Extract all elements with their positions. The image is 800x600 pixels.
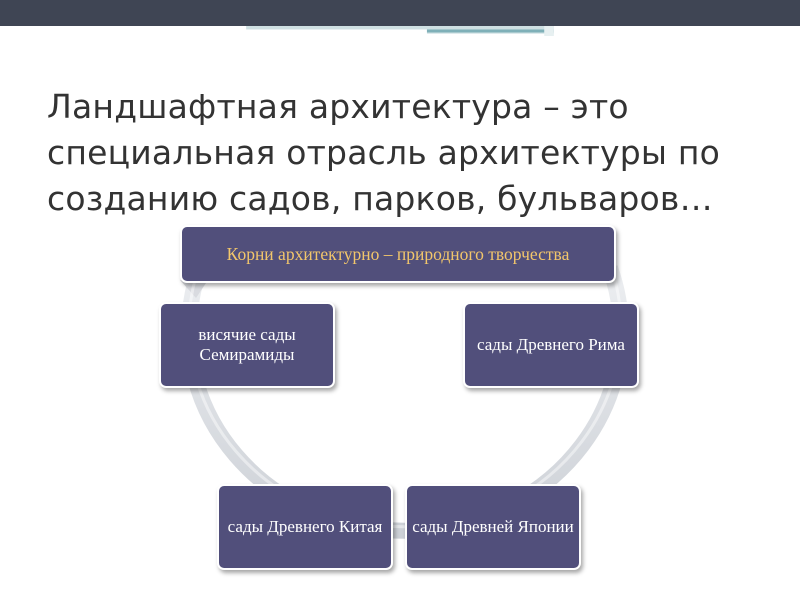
slide-title: Ландшафтная архитектура – это специальна… <box>47 87 721 218</box>
node-label: сады Древней Японии <box>412 517 574 536</box>
slide-header-bar <box>0 0 800 26</box>
node-ancient-china: сады Древнего Китая <box>217 484 393 570</box>
node-ancient-japan: сады Древней Японии <box>405 484 581 570</box>
diagram-center-node: Корни архитектурно – природного творчест… <box>180 225 616 283</box>
center-node-label: Корни архитектурно – природного творчест… <box>226 244 570 264</box>
slide-accent-strip <box>246 26 554 36</box>
node-label: сады Древнего Китая <box>227 517 383 536</box>
node-ancient-rome: сады Древнего Рима <box>463 302 639 388</box>
node-hanging-gardens: висячие сады Семирамиды <box>159 302 335 388</box>
node-label: висячие сады Семирамиды <box>198 325 296 364</box>
node-label: сады Древнего Рима <box>477 335 625 354</box>
